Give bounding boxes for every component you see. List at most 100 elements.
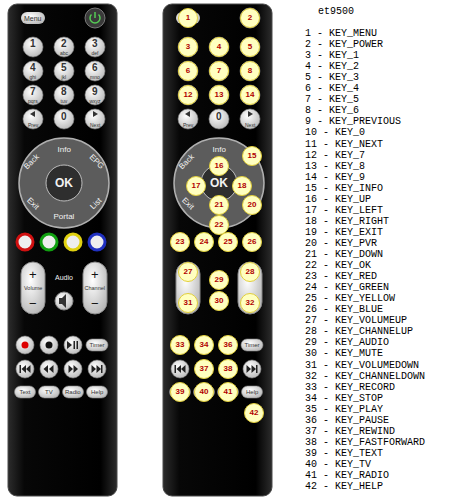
key-mapping-line: 12 - KEY_7 (305, 151, 365, 161)
digit-label: 1 (30, 39, 36, 49)
callout-number: 1 (178, 8, 198, 28)
callout-number: 42 (244, 403, 264, 423)
key-mapping-line: 39 - KEY_TEXT (305, 449, 383, 459)
callout-number: 21 (209, 195, 229, 215)
key-mapping-line: 30 - KEY_MUTE (305, 349, 383, 359)
letters-label: tuv (61, 99, 68, 104)
key-mapping-line: 7 - KEY_5 (305, 95, 359, 105)
rocker-sign: − (29, 297, 37, 310)
button-label: Menu (24, 15, 42, 22)
key-mapping-line: 4 - KEY_2 (305, 62, 359, 72)
key-mapping-line: 14 - KEY_9 (305, 173, 365, 183)
button-label: Text (20, 389, 31, 395)
key-mapping-line: 28 - KEY_CHANNELUP (305, 327, 413, 337)
nav-label: Portal (54, 213, 75, 221)
callout-number: 17 (186, 176, 206, 196)
nav-label: Info (58, 146, 71, 154)
callout-number: 40 (194, 382, 214, 402)
callout-number: 7 (209, 61, 229, 81)
button-label: Help (91, 389, 103, 395)
key-mapping-line: 10 - KEY_0 (305, 128, 365, 138)
digit-label: 2 (61, 39, 67, 49)
callout-number: 13 (209, 85, 229, 105)
key-mapping-line: 38 - KEY_FASTFORWARD (305, 438, 425, 448)
button-label: Next (245, 123, 255, 128)
button-label: Prev (28, 123, 38, 128)
digit-label: 9 (92, 87, 98, 97)
letters-label: ghi (30, 75, 37, 80)
callout-number: 18 (232, 176, 252, 196)
key-mapping-line: 25 - KEY_YELLOW (305, 294, 395, 304)
callout-number: 41 (218, 382, 238, 402)
callout-number: 31 (178, 293, 198, 313)
letters-label: jkl (62, 75, 67, 80)
button-label: Next (90, 123, 100, 128)
key-mapping-line: 20 - KEY_PVR (305, 239, 377, 249)
key-mapping-line: 8 - KEY_6 (305, 106, 359, 116)
rocker-sign: + (91, 268, 99, 281)
key-mapping-line: 23 - KEY_RED (305, 272, 377, 282)
model-title: et9500 (318, 7, 354, 17)
key-mapping-line: 36 - KEY_PAUSE (305, 416, 389, 426)
key-mapping-line: 19 - KEY_EXIT (305, 228, 383, 238)
callout-number: 8 (240, 61, 260, 81)
callout-number: 36 (218, 335, 238, 355)
letters-label: def (92, 51, 99, 56)
key-mapping-line: 29 - KEY_AUDIO (305, 338, 389, 348)
key-mapping-line: 5 - KEY_3 (305, 73, 359, 83)
button-caption: Audio (55, 274, 73, 281)
callout-number: 2 (240, 8, 260, 28)
callout-number: 12 (178, 85, 198, 105)
callout-number: 16 (209, 156, 229, 176)
letters-label: abc (60, 51, 68, 56)
rocker-sign: − (91, 297, 99, 310)
callout-number: 5 (240, 37, 260, 57)
digit-label: 3 (92, 39, 98, 49)
key-mapping-line: 21 - KEY_DOWN (305, 250, 383, 260)
callout-number: 14 (240, 85, 260, 105)
rocker-sign: + (29, 268, 37, 281)
callout-number: 26 (242, 232, 262, 252)
digit-label: 0 (216, 112, 222, 122)
key-mapping-line: 26 - KEY_BLUE (305, 305, 383, 315)
callout-number: 23 (170, 232, 190, 252)
button-label: Prev (183, 123, 193, 128)
callout-number: 30 (209, 291, 229, 311)
key-mapping-line: 6 - KEY_4 (305, 84, 359, 94)
key-mapping-line: 40 - KEY_TV (305, 460, 371, 470)
key-mapping-line: 11 - KEY_NEXT (305, 140, 383, 150)
key-mapping-line: 24 - KEY_GREEN (305, 283, 389, 293)
remote-body (8, 4, 117, 496)
key-mapping-line: 41 - KEY_RADIO (305, 471, 389, 481)
key-mapping-line: 1 - KEY_MENU (305, 29, 377, 39)
digit-label: 6 (92, 63, 98, 73)
key-mapping-line: 35 - KEY_PLAY (305, 405, 383, 415)
button-label: Help (246, 389, 258, 395)
callout-number: 24 (194, 232, 214, 252)
digit-label: 4 (30, 63, 36, 73)
ok-label: OK (55, 177, 73, 189)
key-mapping-line: 13 - KEY_8 (305, 162, 365, 172)
nav-label: Info (213, 146, 226, 154)
key-mapping-line: 27 - KEY_VOLUMEUP (305, 316, 407, 326)
key-mapping-line: 22 - KEY_OK (305, 261, 371, 271)
key-mapping-line: 34 - KEY_STOP (305, 394, 383, 404)
callout-number: 32 (240, 293, 260, 313)
callout-number: 25 (218, 232, 238, 252)
button-label: Radio (65, 389, 81, 395)
key-mapping-line: 18 - KEY_RIGHT (305, 217, 389, 227)
key-mapping-line: 16 - KEY_UP (305, 195, 371, 205)
rocker-label: Volume (24, 286, 42, 292)
button-label: TV (45, 389, 53, 395)
callout-number: 6 (178, 61, 198, 81)
button-label: Timer (245, 342, 260, 348)
callout-number: 34 (194, 335, 214, 355)
key-mapping-line: 2 - KEY_POWER (305, 40, 383, 50)
digit-label: 0 (61, 112, 67, 122)
button-label: Timer (90, 342, 105, 348)
callout-number: 4 (209, 37, 229, 57)
callout-number: 29 (209, 270, 229, 290)
key-mapping-line: 32 - KEY_CHANNELDOWN (305, 372, 425, 382)
ok-label: OK (210, 177, 228, 189)
